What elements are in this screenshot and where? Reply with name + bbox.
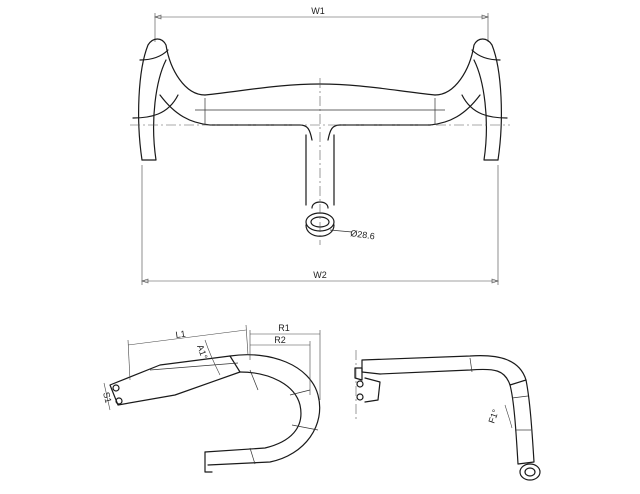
r1-label: R1 [278, 323, 290, 333]
clamp-diameter-label: Ø28.6 [350, 228, 376, 241]
f1-label: F1° [486, 408, 500, 425]
w2-dimension: W2 [141, 165, 499, 285]
f1-dimension: F1° [486, 404, 513, 429]
l1-dimension: L1 [127, 324, 249, 381]
top-view: F1° [354, 350, 541, 481]
radius-dimensions: R1 R2 [249, 323, 321, 400]
l1-label: L1 [175, 329, 186, 340]
s1-dimension: S1 [101, 382, 114, 411]
r2-label: R2 [274, 335, 286, 345]
a1-label: A1° [195, 343, 210, 361]
front-view: W1 Ø28.6 [130, 6, 510, 285]
side-view: L1 A1° S1 R1 R2 [101, 323, 321, 473]
a1-dimension: A1° [195, 339, 221, 376]
w2-label: W2 [313, 270, 327, 280]
s1-label: S1 [101, 391, 114, 404]
w1-dimension: W1 [154, 6, 489, 42]
w1-label: W1 [311, 6, 325, 16]
